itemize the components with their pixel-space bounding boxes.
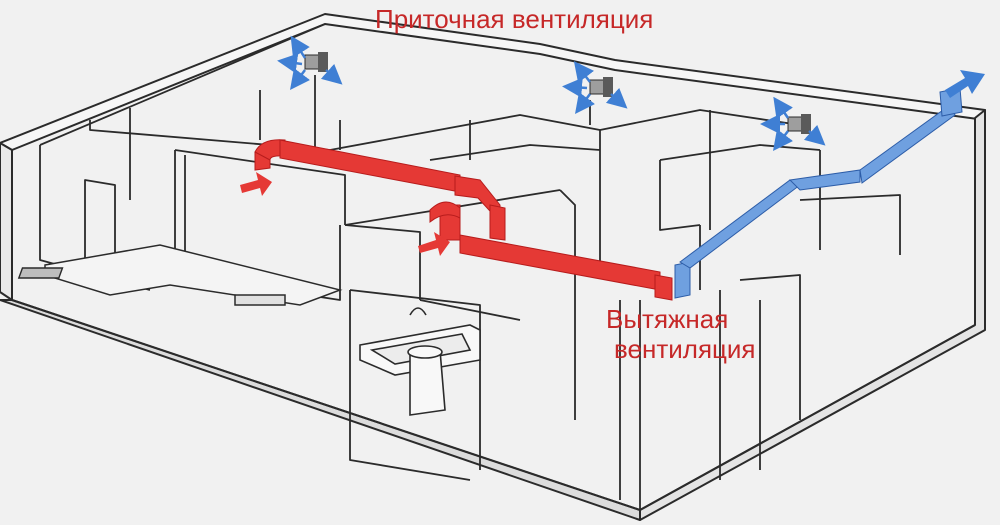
bathroom-fixtures	[359, 307, 481, 416]
air-dispersal-arrows-icon	[760, 96, 826, 151]
exhaust-duct	[674, 87, 963, 299]
supply-ventilation-label: Приточная вентиляция	[375, 4, 654, 34]
exhaust-ventilation-label-line1: Вытяжная	[606, 304, 729, 334]
air-dispersal-arrows-icon	[562, 61, 628, 114]
air-exhaust-arrow-icon	[945, 70, 985, 98]
interior-walls	[39, 23, 901, 510]
exhaust-ventilation-label: Вытяжная вентиляция	[606, 304, 756, 364]
air-intake-arrow-icon	[240, 172, 450, 256]
supply-valve-2	[562, 61, 628, 114]
supply-valve-1	[277, 35, 343, 90]
exhaust-ventilation-label-line2: вентиляция	[614, 334, 756, 364]
air-dispersal-arrows-icon	[277, 35, 343, 90]
supply-valve-3	[760, 96, 826, 151]
supply-duct	[254, 139, 673, 301]
kitchen-counter	[17, 244, 343, 306]
